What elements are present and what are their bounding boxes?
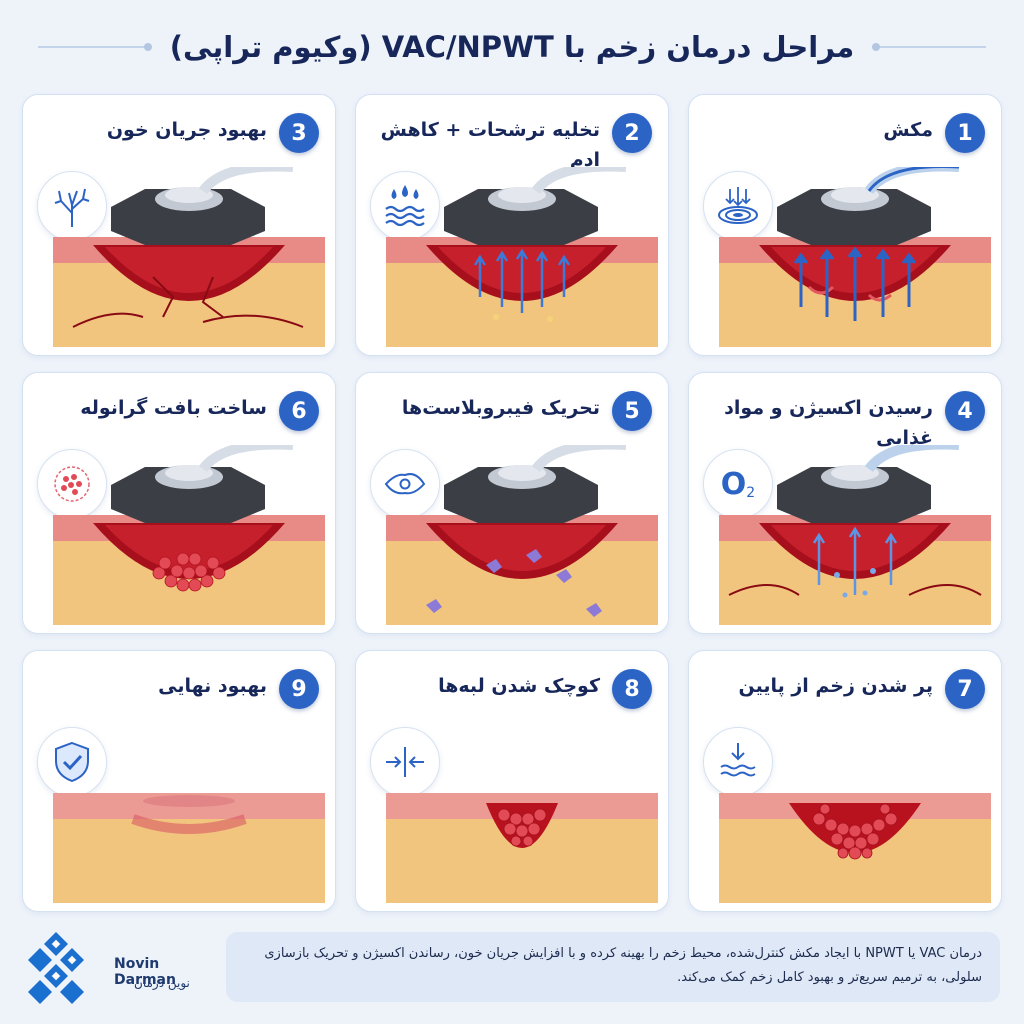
step-number-badge: 6: [279, 391, 319, 431]
step-number-badge: 8: [612, 669, 652, 709]
wound-vac-illustration: [386, 167, 658, 347]
wound-healing-illustration: [386, 793, 658, 903]
step-title: رسیدن اکسیژن و مواد غذایی: [724, 397, 933, 449]
title-divider-right: [872, 43, 987, 51]
wound-vac-illustration: [719, 167, 991, 347]
brand-name-en: Novin Darman: [114, 956, 176, 988]
wound-vac-illustration: [386, 445, 658, 625]
step-number-badge: 5: [612, 391, 652, 431]
footer-description: درمان VAC یا NPWT با ایجاد مکش کنترل‌شده…: [226, 932, 1000, 1002]
step-number-badge: 2: [612, 113, 652, 153]
wound-vac-illustration: [53, 445, 325, 625]
wound-healing-illustration: [719, 793, 991, 903]
shield-check-icon: [37, 727, 107, 797]
step-card-9: 9 بهبود نهایی: [22, 650, 336, 912]
step-title: کوچک شدن لبه‌ها: [438, 675, 600, 697]
step-number-badge: 1: [945, 113, 985, 153]
step-title: بهبود نهایی: [158, 675, 267, 697]
drainage-icon: [370, 171, 440, 241]
steps-grid: 1 مکش: [22, 94, 1002, 912]
step-card-7: 7 پر شدن زخم از پایین: [688, 650, 1002, 912]
step-card-5: 5 تحریک فیبروبلاست‌ها: [355, 372, 669, 634]
step-title: پر شدن زخم از پایین: [738, 675, 933, 697]
brand-mark-icon: [28, 932, 84, 1004]
step-number-badge: 3: [279, 113, 319, 153]
suction-icon: [703, 171, 773, 241]
step-title: بهبود جریان خون: [106, 119, 267, 141]
step-number-badge: 9: [279, 669, 319, 709]
brand-logo: Novin Darman نوین درمان: [26, 930, 226, 1010]
title-divider-left: [37, 43, 152, 51]
step-card-8: 8 کوچک شدن لبه‌ها: [355, 650, 669, 912]
wound-vac-illustration: [719, 445, 991, 625]
step-number-badge: 7: [945, 669, 985, 709]
step-title: تخلیه ترشحات + کاهش ادم: [380, 119, 600, 171]
step-card-1: 1 مکش: [688, 94, 1002, 356]
page-title: مراحل درمان زخم با VAC/NPWT (وکیوم تراپی…: [169, 30, 855, 64]
wound-healed-illustration: [53, 793, 325, 903]
header: مراحل درمان زخم با VAC/NPWT (وکیوم تراپی…: [0, 22, 1024, 72]
step-card-6: 6 ساخت بافت گرانوله: [22, 372, 336, 634]
step-number-badge: 4: [945, 391, 985, 431]
wound-vac-illustration: [53, 167, 325, 347]
step-title: تحریک فیبروبلاست‌ها: [401, 397, 600, 419]
step-title: ساخت بافت گرانوله: [80, 397, 267, 419]
brand-name-fa: نوین درمان: [134, 976, 190, 990]
step-card-3: 3 بهبود جریان خون: [22, 94, 336, 356]
step-card-2: 2 تخلیه ترشحات + کاهش ادم: [355, 94, 669, 356]
step-title: مکش: [883, 119, 933, 141]
